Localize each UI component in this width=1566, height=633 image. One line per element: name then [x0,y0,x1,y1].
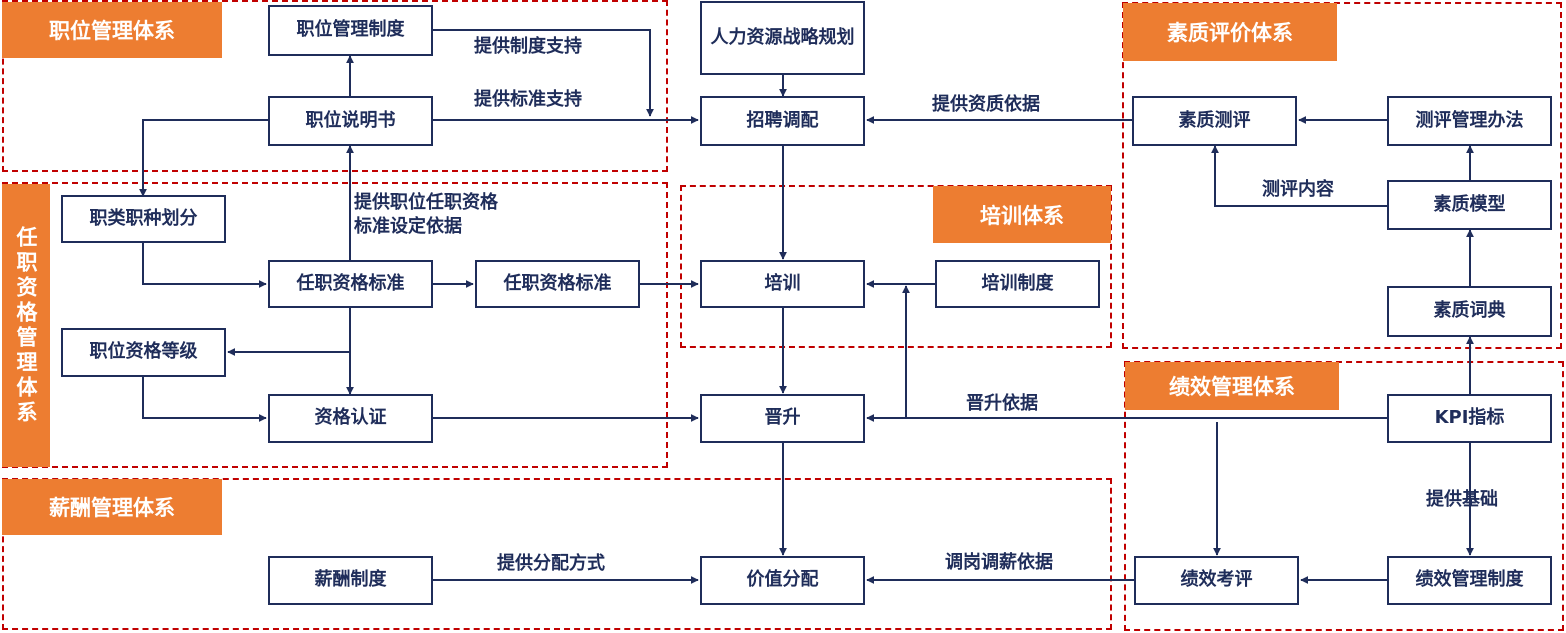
competency-region [1122,2,1562,349]
competency-assessment-box: 素质测评 [1132,96,1297,146]
arrow-grade-to-certification [142,377,267,422]
section-tag-performance: 绩效管理体系 [1125,362,1339,410]
position-management-region [2,0,668,172]
section-tag-qualification: 任职资格管理体系 [2,184,50,467]
training-region [680,185,1112,348]
training-box: 培训 [700,260,865,308]
training-policy-box: 培训制度 [935,260,1100,308]
arrow-policy-to-recruitment [433,29,654,117]
arrow-classification-to-standard [142,243,267,288]
label-assessment-content: 测评内容 [1262,179,1334,200]
certification-box: 资格认证 [268,394,433,443]
compensation-region [2,478,1112,630]
assessment-policy-box: 测评管理办法 [1387,96,1552,146]
position-policy-box: 职位管理制度 [268,5,433,56]
label-qualification-basis: 提供职位任职资格标准设定依据 [354,192,498,238]
job-classification-box: 职类职种划分 [61,195,226,243]
arrow-job-description-to-classification [139,119,268,197]
performance-region [1124,361,1564,631]
recruitment-box: 招聘调配 [700,96,865,146]
qualification-standard-box-2: 任职资格标准 [475,260,640,308]
section-tag-training: 培训体系 [933,186,1111,243]
label-policy-support: 提供制度支持 [474,36,582,57]
kpi-box: KPI指标 [1387,394,1552,443]
value-distribution-box: 价值分配 [700,556,865,605]
competency-dictionary-box: 素质词典 [1387,286,1552,337]
label-promotion-basis: 晋升依据 [966,393,1038,414]
arrow-model-to-assessment [1211,145,1387,207]
label-standard-support: 提供标准支持 [474,89,582,110]
label-distribution-method: 提供分配方式 [497,553,605,574]
label-salary-adjustment-basis: 调岗调薪依据 [945,552,1053,573]
section-tag-position: 职位管理体系 [2,2,222,58]
hr-strategy-box: 人力资源战略规划 [700,1,865,75]
qualification-standard-box: 任职资格标准 [268,260,433,308]
position-grade-box: 职位资格等级 [61,328,226,377]
compensation-policy-box: 薪酬制度 [268,556,433,605]
performance-policy-box: 绩效管理制度 [1387,556,1552,605]
label-basis: 提供基础 [1426,489,1498,510]
section-tag-competency: 素质评价体系 [1123,3,1337,61]
label-competency-basis: 提供资质依据 [932,94,1040,115]
job-description-box: 职位说明书 [268,96,433,146]
section-tag-compensation: 薪酬管理体系 [2,479,222,535]
competency-model-box: 素质模型 [1387,180,1552,230]
promotion-box: 晋升 [700,394,865,443]
performance-review-box: 绩效考评 [1134,556,1299,605]
